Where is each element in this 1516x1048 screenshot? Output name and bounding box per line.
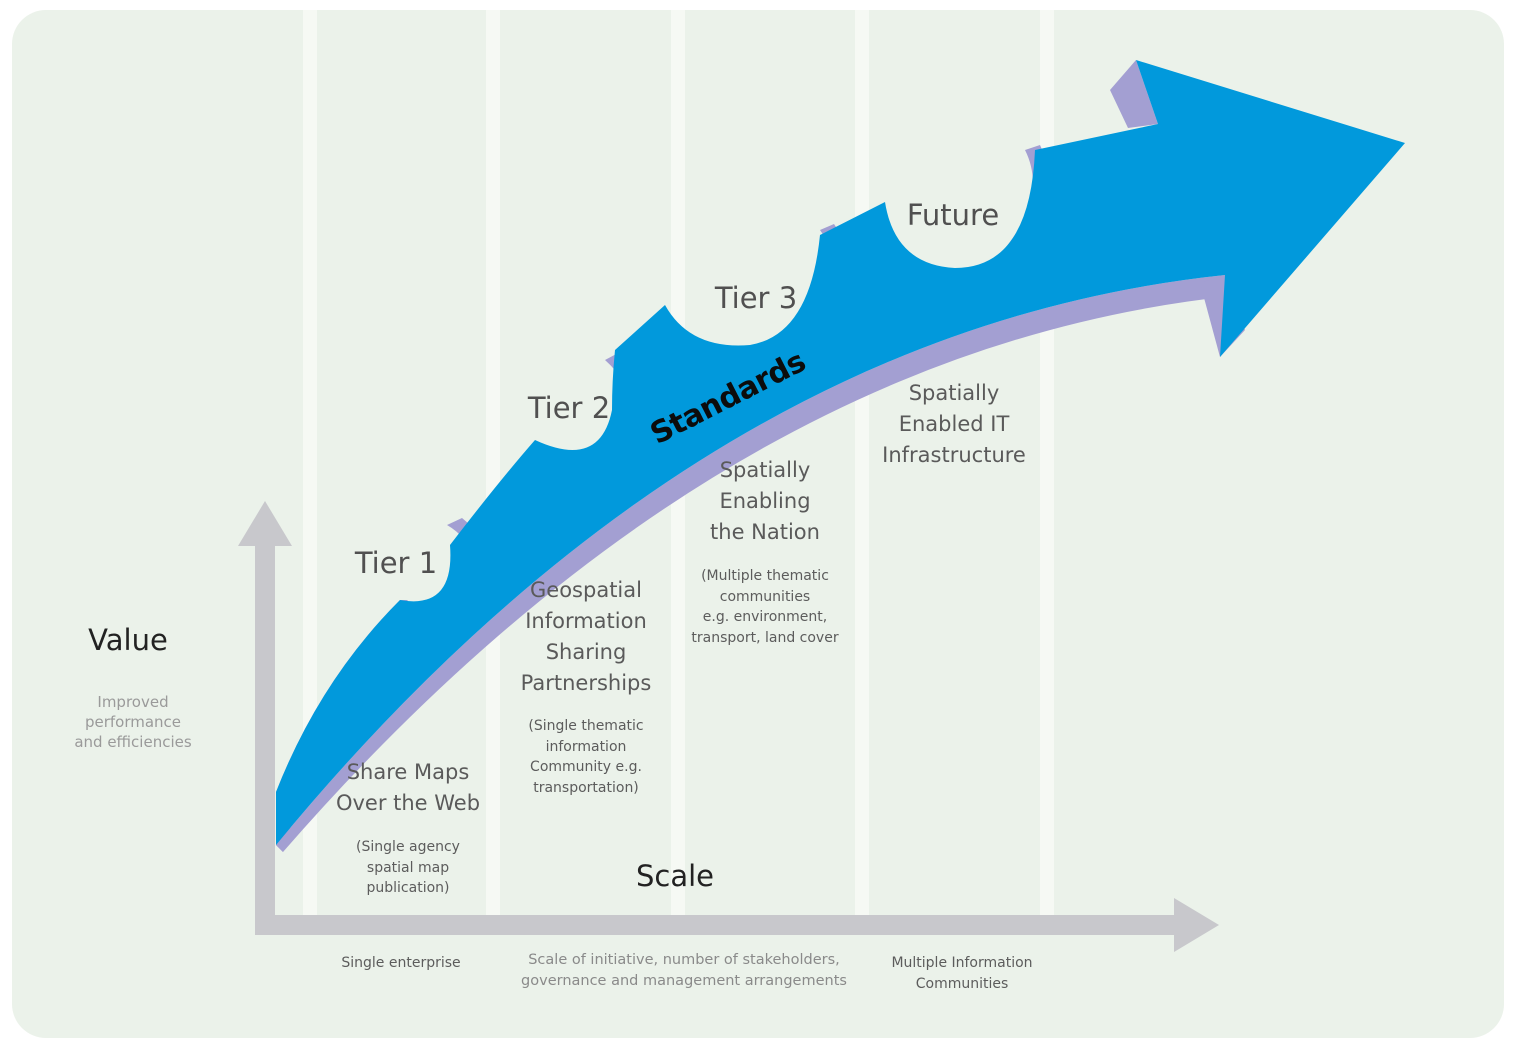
scale-middle-label: Scale of initiative, number of stakehold… [521, 952, 847, 989]
stage-3-title: Spatially Enabling the Nation [710, 458, 820, 544]
scale-axis-title: Scale [635, 859, 715, 893]
scale-axis [255, 898, 1219, 952]
stage-1-title: Share Maps Over the Web [335, 760, 481, 815]
tier-1-label: Tier 1 [354, 546, 438, 580]
value-axis-title: Value [88, 623, 168, 657]
scale-right-label: Multiple Information Communities [891, 955, 1033, 992]
value-axis [238, 501, 292, 932]
value-axis-description: Improved performance and efficiencies [74, 693, 192, 751]
stage-4-title: Spatially Enabled IT Infrastructure [882, 381, 1026, 467]
progress-arrow [276, 60, 1405, 845]
stage-2-detail: (Single thematic information Community e… [528, 718, 644, 796]
stage-2-title: Geospatial Information Sharing Partnersh… [520, 578, 652, 695]
tier-3-label: Tier 3 [714, 281, 798, 315]
future-label: Future [906, 198, 1000, 232]
stage-3-detail: (Multiple thematic communities e.g. envi… [691, 568, 839, 646]
scale-left-label: Single enterprise [341, 955, 461, 971]
tier-2-label: Tier 2 [527, 391, 611, 425]
stage-1-detail: (Single agency spatial map publication) [356, 839, 460, 896]
